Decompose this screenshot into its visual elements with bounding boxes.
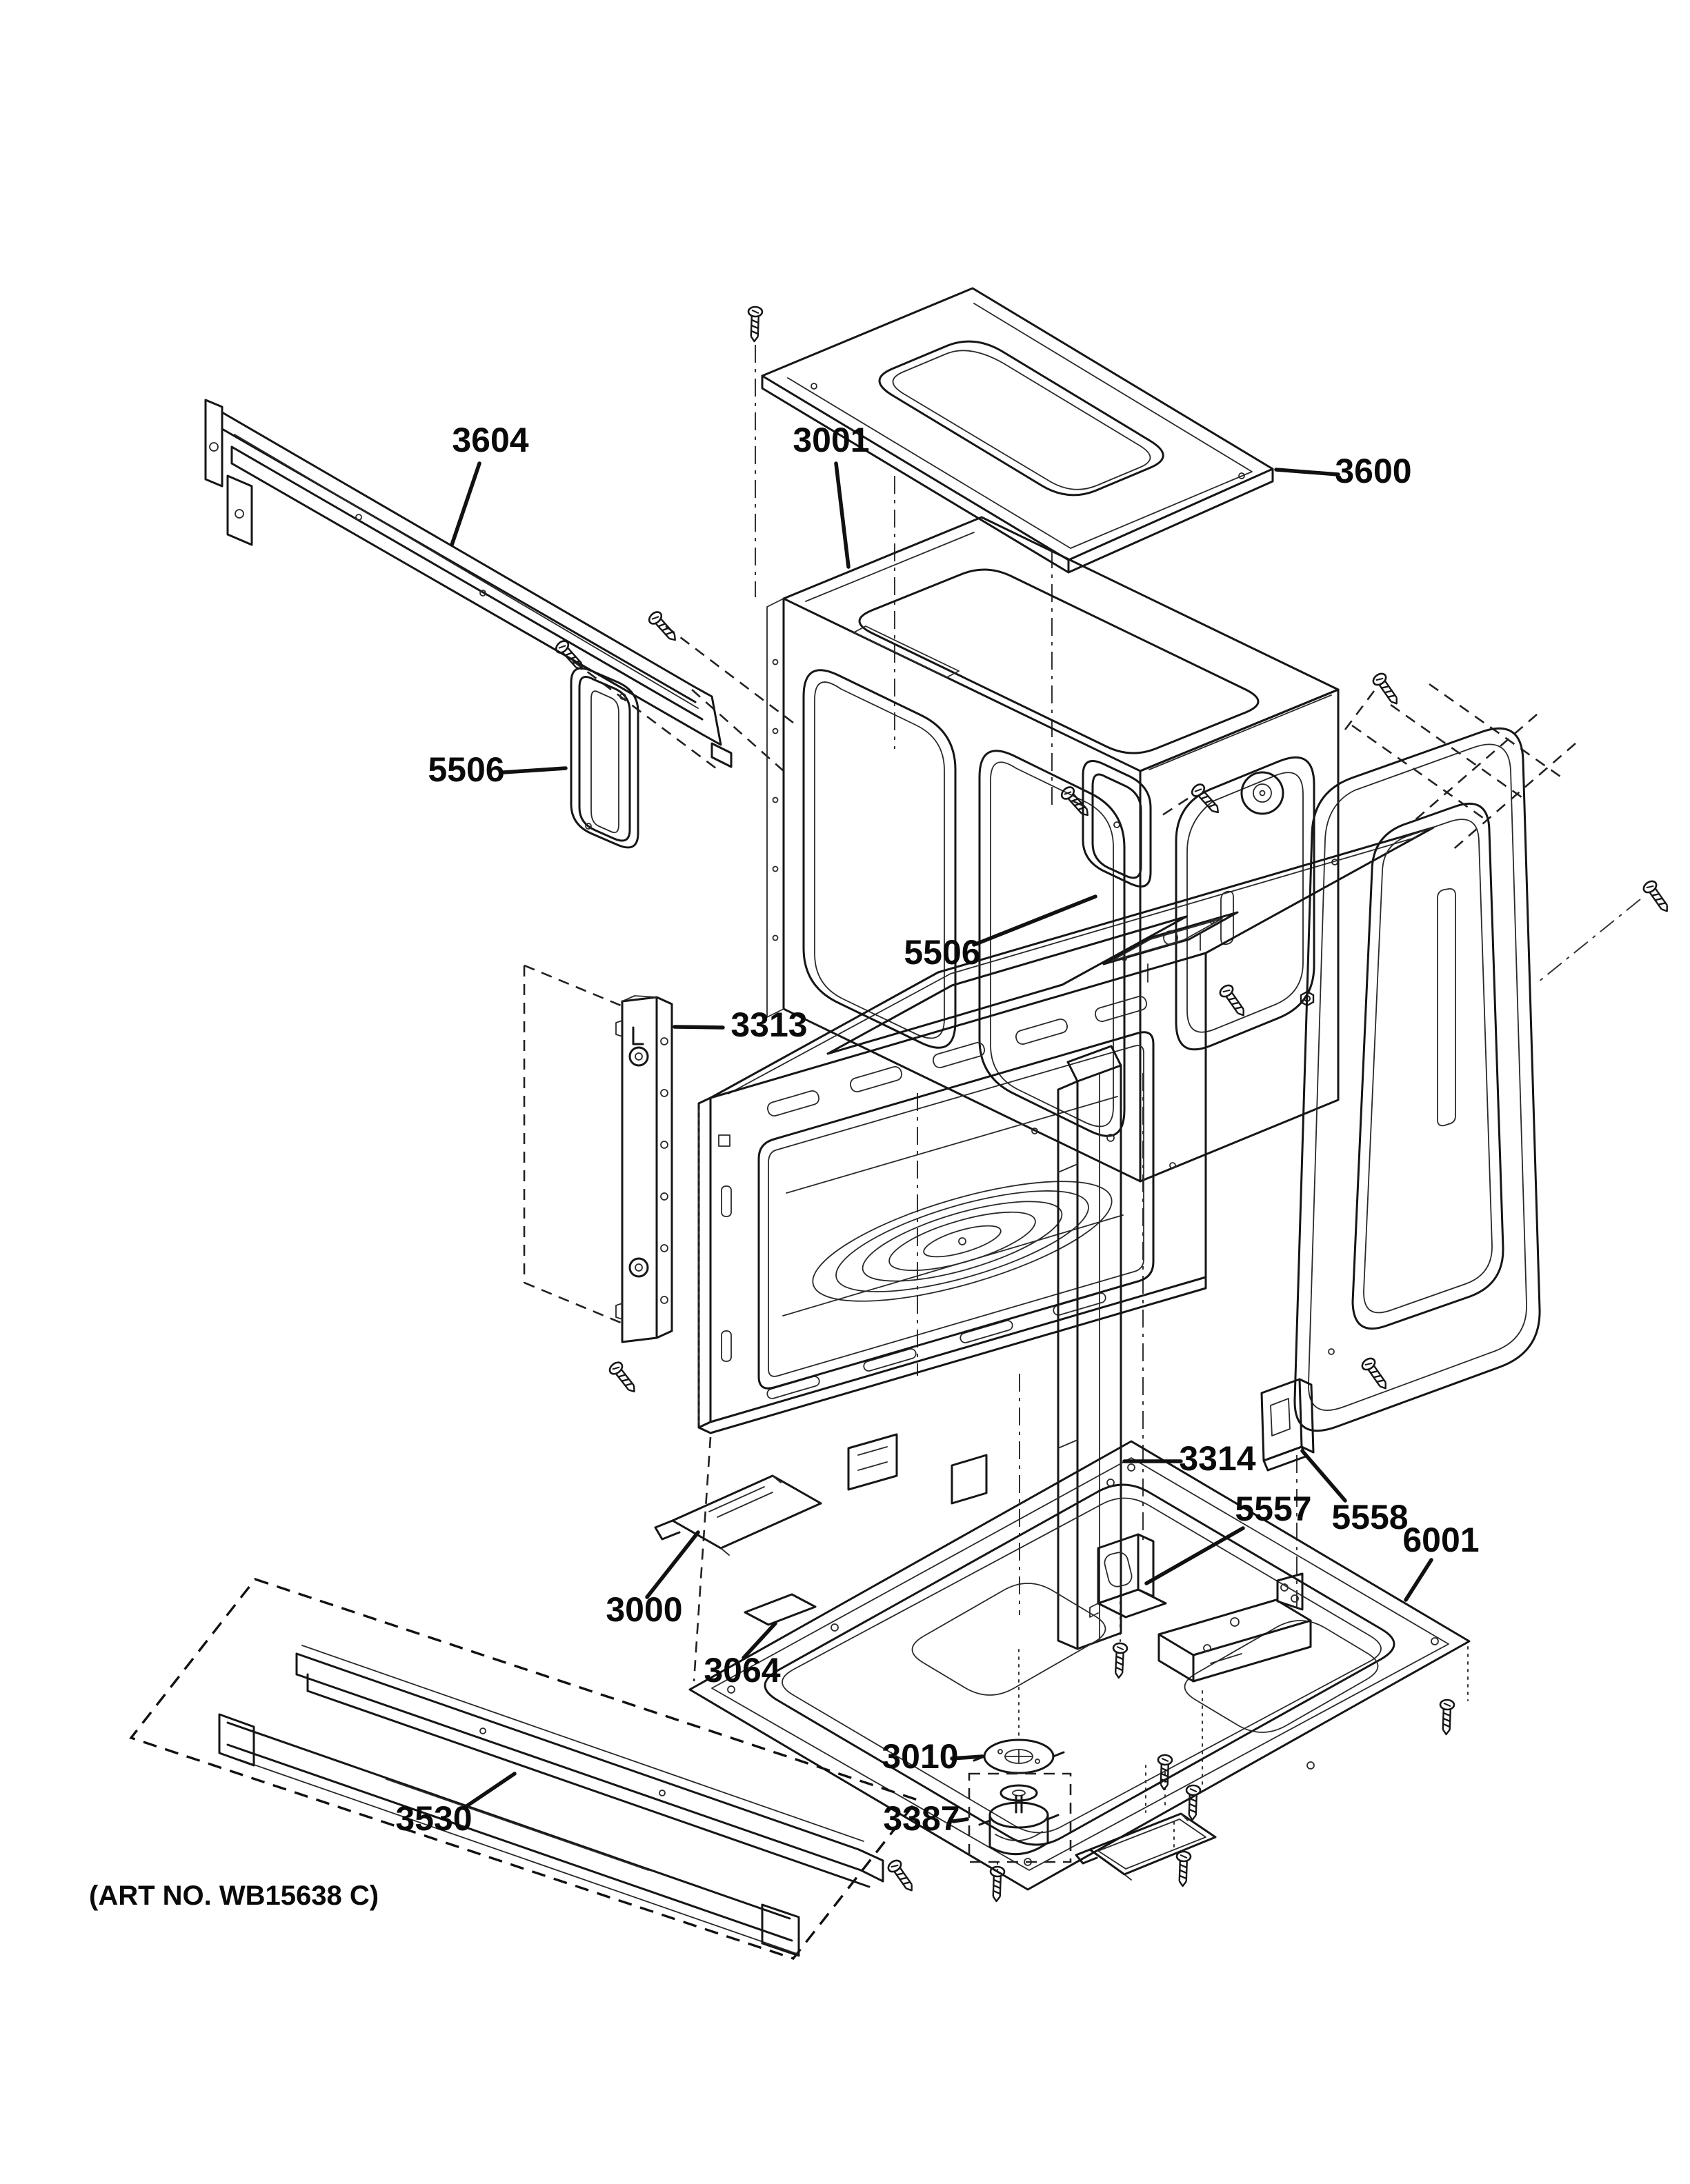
part-label-3600: 3600 [1335,452,1411,490]
part-3001-wrapper [766,516,1340,1183]
part-3064-pad [744,1593,817,1626]
leader-lines [450,461,1433,1823]
part-label-3530: 3530 [395,1799,472,1838]
part-label-3604: 3604 [452,421,528,459]
part-3530-trim [129,1578,919,1960]
part-label-3314: 3314 [1179,1439,1255,1478]
art-number: (ART NO. WB15638 C) [89,1881,379,1911]
part-right-panel [1293,727,1541,1432]
part-label-3001: 3001 [793,421,869,459]
part-6001-base [688,1440,1471,1891]
part-5506-gasket-middle [1073,760,1189,888]
construction-lines [523,345,1641,1871]
part-access-plate [1075,1812,1217,1881]
part-3387-motor [968,1772,1072,1863]
part-label-6001: 6001 [1402,1521,1479,1559]
part-label-3313: 3313 [730,1005,807,1044]
part-label-3064: 3064 [704,1651,780,1690]
part-label-3387: 3387 [883,1799,960,1838]
part-label-5506-middle: 5506 [904,933,980,972]
part-3314-duct [1057,1045,1122,1650]
part-label-5558: 5558 [1331,1498,1408,1536]
part-label-3000: 3000 [606,1590,682,1629]
part-5506-gasket-left [570,667,639,849]
part-3000-plate [654,1474,822,1556]
part-3313-bracket [615,995,673,1343]
part-5558-bracket [1260,1378,1315,1472]
part-3604-top-rail [204,399,733,768]
part-label-5557: 5557 [1235,1490,1311,1528]
part-cavity-assembly [697,826,1435,1505]
part-label-3010: 3010 [882,1737,958,1776]
part-label-5506-left: 5506 [428,750,504,789]
part-labels: 3604 3001 3600 5506 5506 3313 3314 5557 … [395,421,1479,1838]
